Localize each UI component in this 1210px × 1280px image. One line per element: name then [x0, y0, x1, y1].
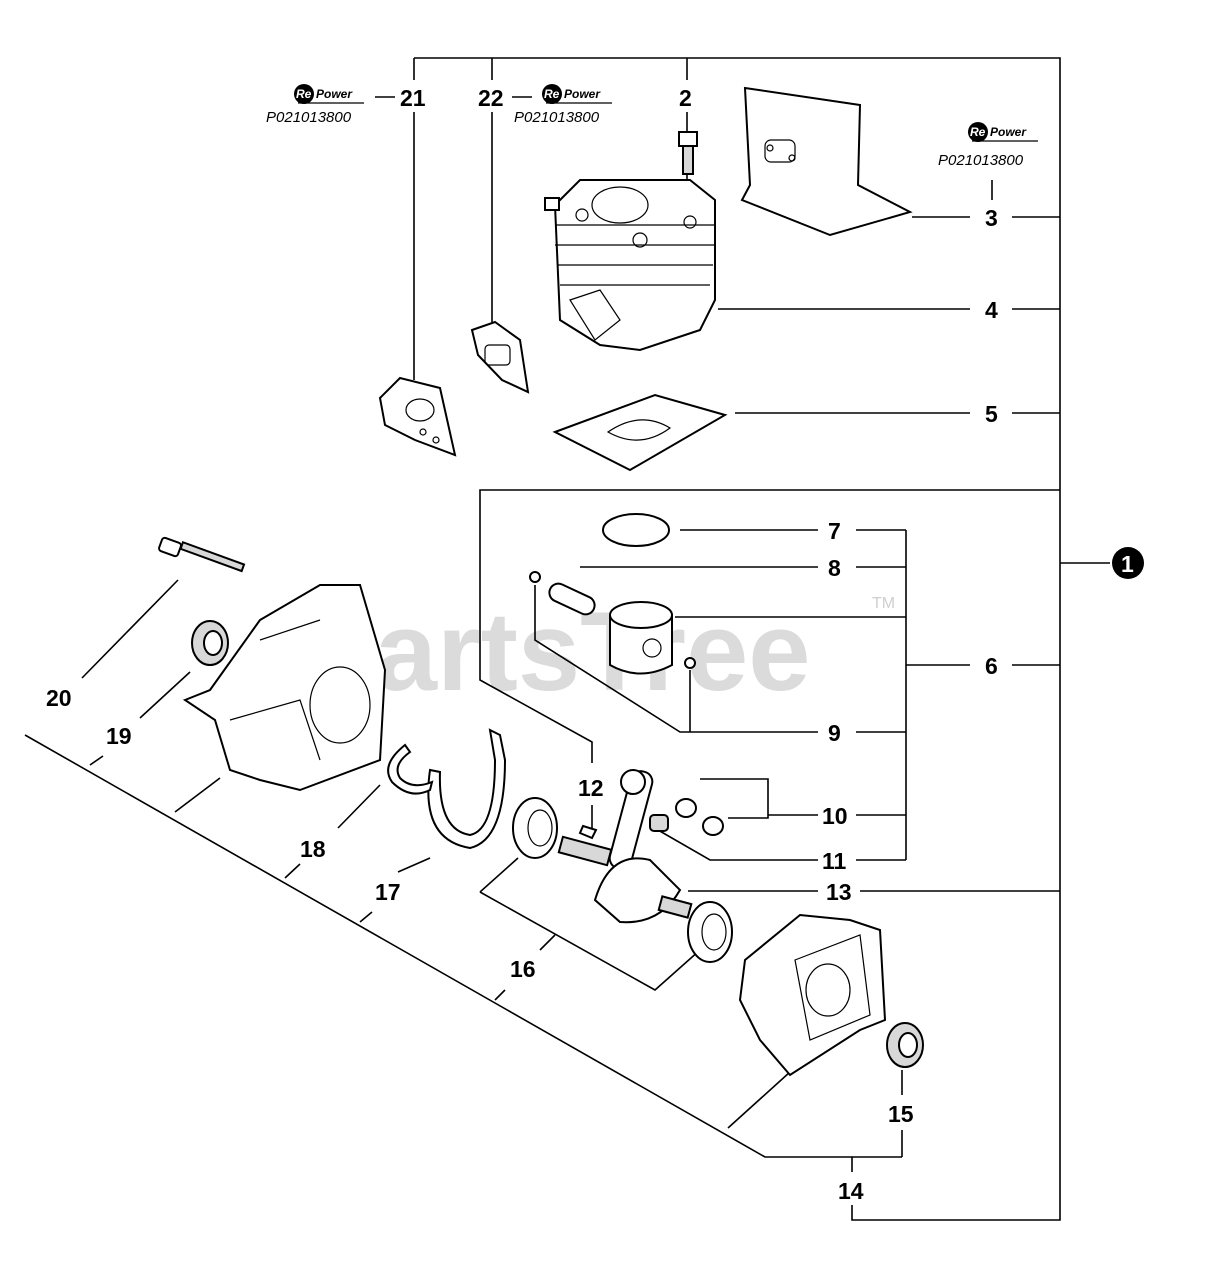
repower-part-number: P021013800: [266, 109, 352, 126]
ball-bearing-part: [512, 797, 558, 859]
crankcase-right-part: [738, 913, 887, 1077]
oil-seal-part: [886, 1022, 924, 1068]
crankcase-bolt-part: [158, 536, 246, 573]
callout-1-label: 1: [1121, 551, 1134, 577]
muffler-plate-part: [740, 86, 913, 237]
callout-17: 17: [375, 879, 401, 905]
ball-bearing-part: [687, 901, 733, 963]
repower-re: Re: [970, 125, 986, 139]
repower-power: Power: [990, 125, 1027, 139]
callout-3: 3: [985, 205, 998, 231]
callout-11: 11: [822, 848, 847, 874]
watermark-trademark: TM: [872, 595, 895, 612]
callout-14: 14: [838, 1178, 864, 1204]
piston-ring-part: [602, 513, 670, 547]
callout-16: 16: [510, 956, 536, 982]
piston-part: [609, 601, 673, 675]
cylinder-part: [544, 179, 716, 352]
plate-part: [427, 728, 507, 850]
bolt-part: [678, 131, 698, 175]
cylinder-gasket-part: [552, 393, 728, 472]
circlip-part: [684, 657, 696, 669]
callout-20: 20: [46, 685, 72, 711]
needle-bearing-part: [649, 814, 669, 832]
circlip-part: [529, 571, 541, 583]
callout-1: 1: [1112, 547, 1144, 579]
repower-part-number: P021013800: [514, 109, 600, 126]
callout-12: 12: [578, 775, 604, 801]
callout-4: 4: [985, 297, 998, 323]
callout-15: 15: [888, 1101, 914, 1127]
callout-8: 8: [828, 555, 841, 581]
callout-6: 6: [985, 653, 998, 679]
crankcase-left-part: [182, 584, 387, 792]
callout-5: 5: [985, 401, 998, 427]
repower-part-number: P021013800: [938, 152, 1024, 169]
callout-7: 7: [828, 518, 841, 544]
watermark-text: PartsTree: [300, 589, 811, 714]
callout-2: 2: [679, 85, 692, 111]
snap-ring-part: [387, 743, 434, 795]
callout-9: 9: [828, 720, 841, 746]
crankshaft-part: [557, 769, 693, 924]
leader-lines: [24, 57, 1110, 1221]
callout-13: 13: [826, 879, 852, 905]
repower-power: Power: [316, 87, 353, 101]
washer-part: [675, 798, 697, 818]
washer-part: [702, 816, 724, 836]
callout-22: 22: [478, 85, 504, 111]
repower-badge-21: Re Power P021013800: [266, 84, 364, 126]
callout-21: 21: [400, 85, 426, 111]
piston-pin-part: [548, 582, 596, 616]
repower-badge-3: Re Power P021013800: [938, 122, 1038, 169]
key-part: [578, 824, 598, 840]
repower-re: Re: [296, 87, 312, 101]
repower-re: Re: [544, 87, 560, 101]
insulator-gasket-part: [378, 376, 457, 457]
oil-seal-part: [191, 620, 229, 666]
repower-badge-22: Re Power P021013800: [514, 84, 612, 126]
callout-18: 18: [300, 836, 326, 862]
callout-10: 10: [822, 803, 848, 829]
repower-power: Power: [564, 87, 601, 101]
carburetor-gasket-part: [470, 320, 530, 394]
callout-19: 19: [106, 723, 132, 749]
